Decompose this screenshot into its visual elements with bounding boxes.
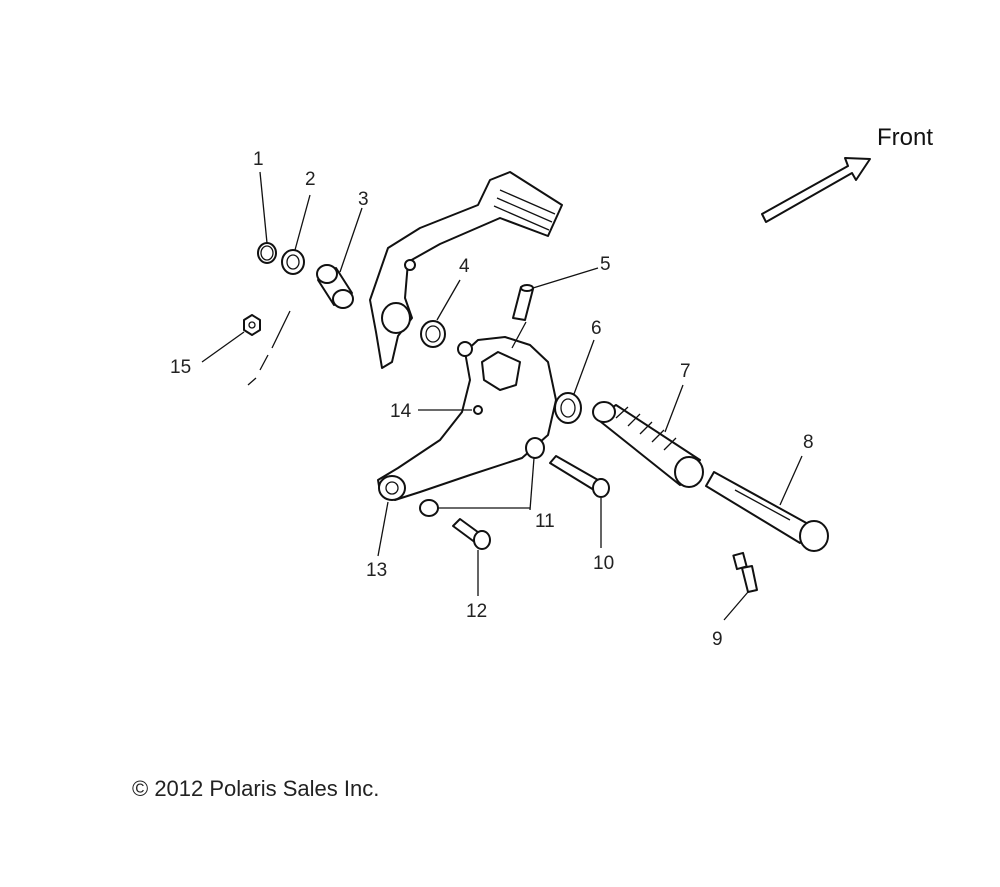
- callout-11: 11: [535, 511, 555, 532]
- callout-14: 14: [390, 401, 412, 422]
- part-6-washer[interactable]: [554, 392, 582, 424]
- part-7-footpeg-rubber[interactable]: [592, 401, 704, 488]
- part-1-snap-ring[interactable]: [257, 242, 277, 264]
- part-15-nut[interactable]: [243, 314, 261, 336]
- callout-5: 5: [600, 254, 611, 275]
- part-8-footpeg-pin[interactable]: [705, 471, 829, 552]
- brake-pedal[interactable]: [369, 171, 563, 369]
- centerline: [247, 310, 291, 386]
- callout-1: 1: [253, 149, 264, 170]
- part-3-bushing[interactable]: [316, 264, 354, 309]
- callout-labels: 1 2 3 4 5 6 7 8 9 10 11 12 13 14 15: [170, 149, 814, 650]
- leader-lines: [201, 171, 803, 621]
- callout-15: 15: [170, 357, 191, 378]
- part-13-bracket[interactable]: [377, 336, 557, 501]
- front-label: Front: [877, 124, 933, 151]
- callout-2: 2: [305, 169, 316, 190]
- callout-10: 10: [593, 553, 614, 574]
- front-arrow-icon: [761, 157, 871, 223]
- callout-13: 13: [366, 560, 387, 581]
- copyright-notice: © 2012 Polaris Sales Inc.: [132, 776, 380, 801]
- part-12-bolt[interactable]: [452, 518, 491, 550]
- part-9-set-screw[interactable]: [732, 551, 758, 593]
- part-14-grease-fitting[interactable]: [473, 405, 483, 415]
- callout-6: 6: [591, 318, 602, 339]
- callout-3: 3: [358, 189, 369, 210]
- callout-8: 8: [803, 432, 814, 453]
- part-11-washers[interactable]: [419, 437, 545, 517]
- callout-4: 4: [459, 256, 470, 277]
- part-4-o-ring[interactable]: [420, 320, 446, 348]
- part-10-bolt[interactable]: [549, 455, 610, 498]
- callout-7: 7: [680, 361, 691, 382]
- part-5-pin[interactable]: [512, 284, 534, 321]
- part-2-washer[interactable]: [281, 249, 305, 275]
- callout-12: 12: [466, 601, 487, 622]
- callout-9: 9: [712, 629, 723, 650]
